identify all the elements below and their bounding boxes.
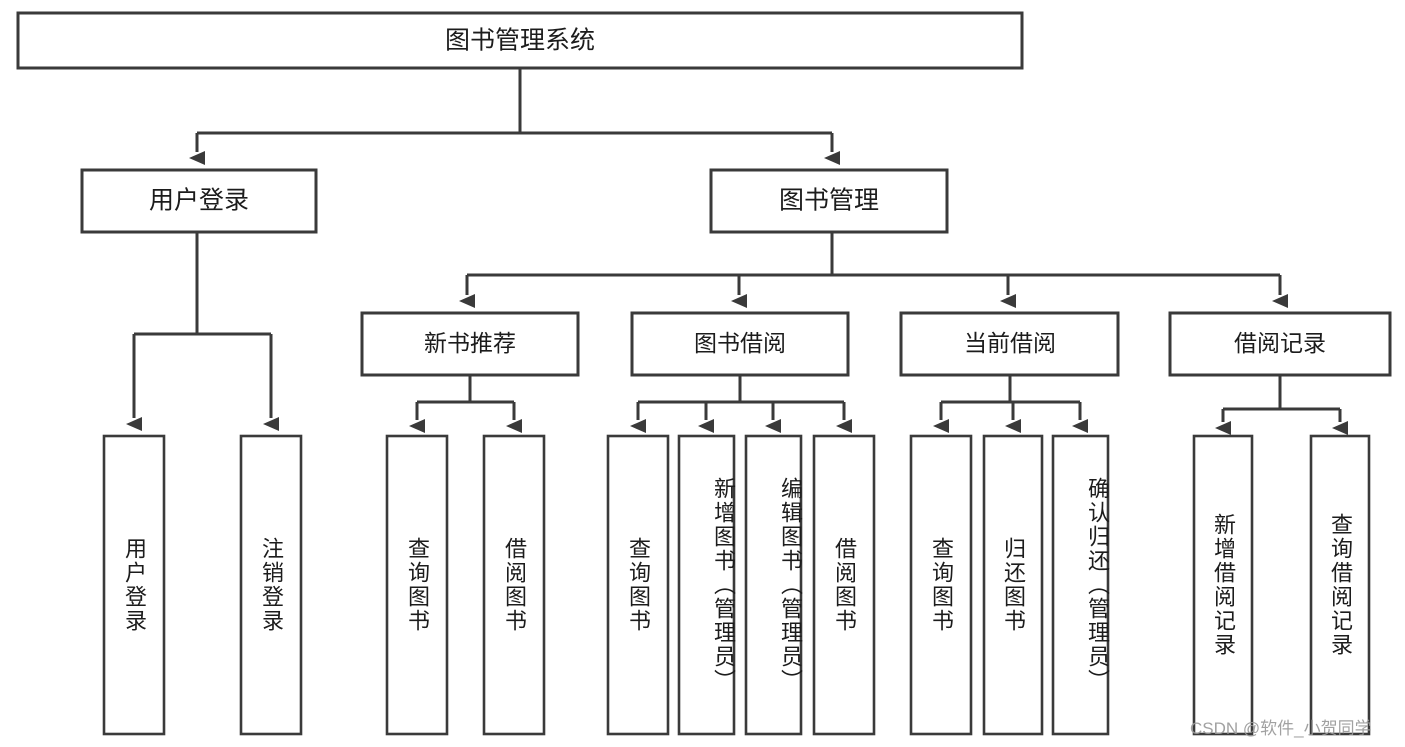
- leaf-return-book-rect[interactable]: [982, 434, 1044, 736]
- leaf-node-borrow-book-1[interactable]: [482, 434, 546, 736]
- leaf-node-query-book-3[interactable]: [909, 434, 973, 736]
- node-root[interactable]: 图书管理系统: [16, 11, 1024, 70]
- leaf-borrow-book-2-rect[interactable]: [812, 434, 876, 736]
- leaf-user-login-rect[interactable]: [102, 434, 166, 736]
- node-new-book-recommend-label: 新书推荐: [424, 330, 516, 356]
- leaf-add-borrow-record-rect[interactable]: [1192, 434, 1254, 736]
- node-book-management-label: 图书管理: [779, 187, 879, 215]
- leaf-node-logout[interactable]: [239, 434, 303, 736]
- leaf-node-user-login[interactable]: [102, 434, 166, 736]
- leaf-logout-rect[interactable]: [239, 434, 303, 736]
- leaf-confirm-return-rect[interactable]: [1051, 434, 1110, 736]
- node-new-book-recommend[interactable]: 新书推荐: [360, 311, 580, 377]
- node-user-login-rect[interactable]: [80, 168, 318, 234]
- leaf-node-borrow-book-2[interactable]: [812, 434, 876, 736]
- connector-group-book-management: [459, 232, 1288, 308]
- leaf-node-query-book-2[interactable]: [606, 434, 670, 736]
- watermark-text: CSDN @软件_小贺同学: [1190, 719, 1372, 738]
- leaf-node-query-borrow-record[interactable]: [1309, 434, 1371, 736]
- leaf-add-book-rect[interactable]: [677, 434, 736, 736]
- node-borrow-records[interactable]: 借阅记录: [1168, 311, 1392, 377]
- leaf-node-add-borrow-record[interactable]: [1192, 434, 1254, 736]
- node-book-borrow[interactable]: 图书借阅: [630, 311, 850, 377]
- node-root-rect[interactable]: [16, 11, 1024, 70]
- node-current-borrow[interactable]: 当前借阅: [899, 311, 1120, 377]
- leaf-edit-book-rect[interactable]: [744, 434, 803, 736]
- node-book-borrow-label: 图书借阅: [694, 330, 786, 356]
- leaf-node-edit-book[interactable]: [744, 434, 803, 736]
- node-current-borrow-label: 当前借阅: [964, 330, 1056, 356]
- leaf-node-return-book[interactable]: [982, 434, 1044, 736]
- node-user-login-label: 用户登录: [149, 187, 249, 215]
- leaf-query-book-1-rect[interactable]: [385, 434, 449, 736]
- leaf-query-book-3-rect[interactable]: [909, 434, 973, 736]
- leaf-borrow-book-1-rect[interactable]: [482, 434, 546, 736]
- node-book-management[interactable]: 图书管理: [709, 168, 949, 234]
- node-root-label: 图书管理系统: [445, 27, 595, 55]
- connector-group-current-borrow: [933, 375, 1088, 433]
- leaf-query-book-2-rect[interactable]: [606, 434, 670, 736]
- connector-group-borrow-records: [1215, 375, 1348, 435]
- node-current-borrow-rect[interactable]: [899, 311, 1120, 377]
- node-user-login[interactable]: 用户登录: [80, 168, 318, 234]
- leaf-node-confirm-return[interactable]: [1051, 434, 1110, 736]
- leaf-query-borrow-record-rect[interactable]: [1309, 434, 1371, 736]
- node-book-borrow-rect[interactable]: [630, 311, 850, 377]
- node-borrow-records-label: 借阅记录: [1234, 330, 1326, 356]
- node-borrow-records-rect[interactable]: [1168, 311, 1392, 377]
- node-book-management-rect[interactable]: [709, 168, 949, 234]
- connector-group-book-borrow: [630, 375, 852, 433]
- leaf-node-query-book-1[interactable]: [385, 434, 449, 736]
- connector-group-user-login: [126, 232, 279, 431]
- connector-group-new-book-recommend: [409, 375, 522, 433]
- node-new-book-recommend-rect[interactable]: [360, 311, 580, 377]
- connector-group-root: [189, 68, 840, 165]
- leaf-node-add-book[interactable]: [677, 434, 736, 736]
